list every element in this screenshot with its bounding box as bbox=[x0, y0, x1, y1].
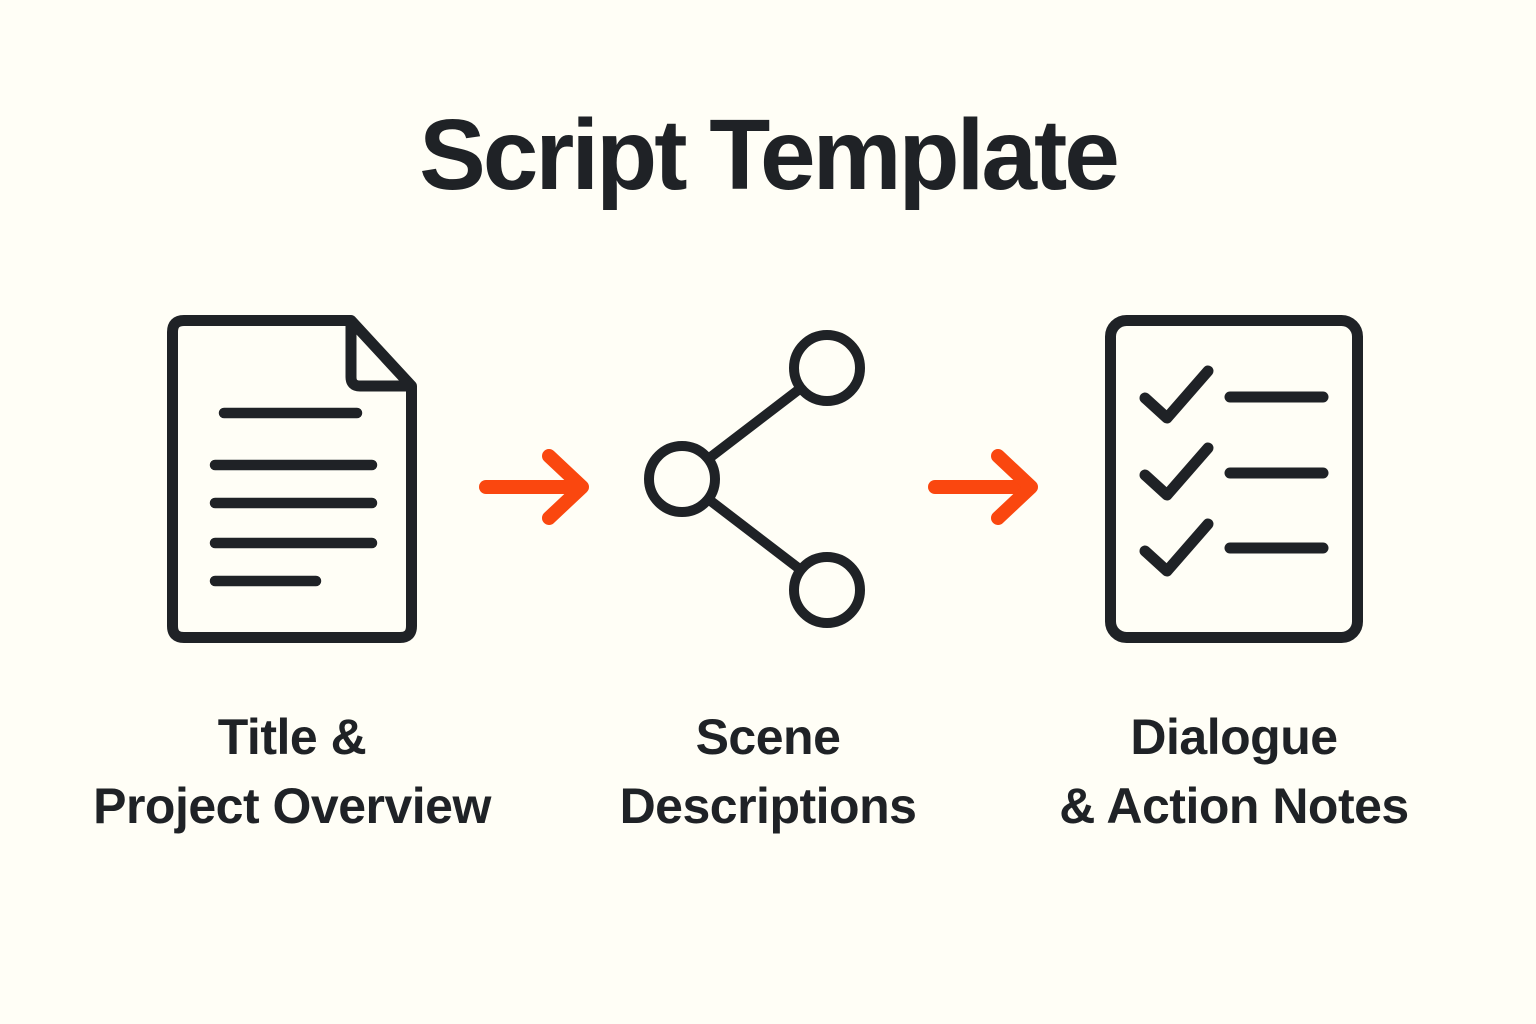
arrow-right-icon bbox=[926, 449, 1042, 530]
step-label-line1: Title & bbox=[217, 709, 367, 765]
share-nodes-icon bbox=[644, 315, 882, 643]
checklist-icon bbox=[1105, 315, 1363, 643]
step-label-line2: & Action Notes bbox=[1059, 778, 1409, 834]
arrow-right-icon bbox=[477, 449, 593, 530]
step-label: Scene Descriptions bbox=[620, 703, 917, 841]
step-label-line1: Dialogue bbox=[1130, 709, 1338, 765]
document-icon bbox=[167, 315, 417, 643]
step-scene-descriptions: Scene Descriptions bbox=[508, 315, 1028, 841]
step-label-line2: Descriptions bbox=[619, 778, 917, 834]
step-label: Dialogue & Action Notes bbox=[1059, 703, 1409, 841]
step-title-project-overview: Title & Project Overview bbox=[32, 315, 552, 841]
page-title: Script Template bbox=[419, 99, 1120, 211]
step-label-line2: Project Overview bbox=[93, 778, 491, 834]
step-label-line1: Scene bbox=[695, 709, 841, 765]
step-dialogue-action-notes: Dialogue & Action Notes bbox=[974, 315, 1494, 841]
step-label: Title & Project Overview bbox=[93, 703, 491, 841]
